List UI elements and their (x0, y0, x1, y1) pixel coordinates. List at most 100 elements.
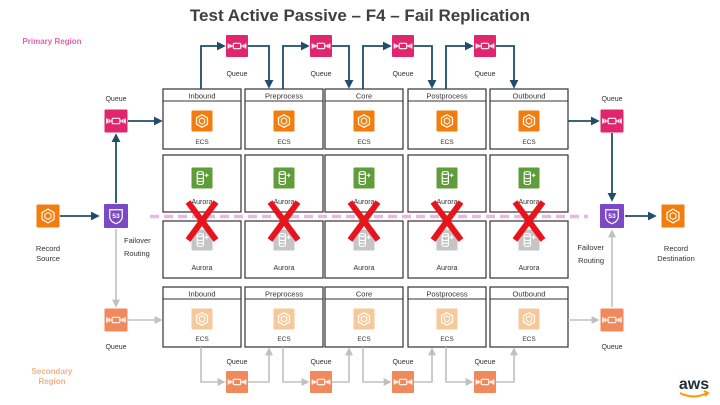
stage-name-secondary-inbound: Inbound (188, 290, 215, 299)
ecs-label-primary: ECS (277, 139, 291, 146)
route53-icon-right: 53 (600, 204, 624, 228)
ecs-icon-inner-hexagon (360, 315, 368, 323)
queue-icon-envelope (398, 378, 408, 386)
x-mark-icon-core (347, 200, 381, 242)
aurora-icon-sparkle (531, 234, 537, 240)
aurora-icon-bands (441, 176, 449, 183)
queue-icon-envelope (398, 42, 408, 50)
ecs-icon-bg (518, 308, 540, 330)
ecs-icon-bg (353, 308, 375, 330)
ecs-icon-inner-hexagon (198, 315, 206, 323)
aurora-icon-body (358, 172, 367, 186)
ecs-label-primary: ECS (195, 139, 209, 146)
aws-smile-icon (679, 390, 710, 398)
route53-icon-left: 53 (104, 204, 128, 228)
ecs-icon-secondary-core (353, 308, 375, 330)
aurora-label-secondary: Aurora (518, 265, 539, 272)
aurora-icon-sparkle (531, 172, 537, 178)
aurora-icon-bands (196, 238, 204, 245)
stage-name-primary-core: Core (356, 92, 372, 101)
queue-icon-bracket (602, 118, 622, 124)
aurora-label-primary: Aurora (191, 199, 212, 206)
ecs-icon-hexagon (440, 114, 454, 128)
route53-icon-shield (109, 209, 123, 225)
aurora-icon-body (196, 234, 205, 248)
ecs-icon-primary-inbound (191, 110, 213, 132)
queue-icon-bracket (393, 379, 413, 385)
queue-icon-bracket (106, 118, 126, 124)
queue-icon-bg (474, 35, 496, 57)
aurora-label-primary: Aurora (518, 199, 539, 206)
queue-icon-envelope (111, 117, 121, 125)
ecs-icon-hexagon (666, 208, 680, 224)
ecs-label-secondary: ECS (195, 336, 209, 343)
queue-icon-top-2 (310, 35, 332, 57)
ecs-icon-hexagon (357, 312, 371, 326)
stage-name-primary-inbound: Inbound (188, 92, 215, 101)
ecs-icon-inner-hexagon (669, 212, 677, 220)
queue-icon-envelope (607, 316, 617, 324)
ecs-icon-bg (518, 110, 540, 132)
stage-name-secondary-outbound: Outbound (513, 290, 546, 299)
flow-arrow-queue-to-stage-secondary (248, 347, 273, 383)
failover-label-right: Routing (578, 256, 604, 265)
ecs-icon-bg (36, 204, 60, 228)
ecs-icon-inner-hexagon (44, 212, 52, 220)
ecs-icon-inner-hexagon (280, 315, 288, 323)
queue-icon-top-1 (226, 35, 248, 57)
queue-icon-bg (226, 371, 248, 393)
x-mark-strokes (267, 200, 301, 242)
queue-icon-bg (226, 35, 248, 57)
queue-label-right-primary: Queue (601, 96, 622, 103)
queue-icon-bracket (475, 43, 495, 49)
ecs-icon-bg (191, 308, 213, 330)
ecs-icon-bg (436, 308, 458, 330)
aurora-icon-bands (358, 238, 366, 245)
ecs-label-primary: ECS (357, 139, 371, 146)
aurora-icon-bands (523, 238, 531, 245)
queue-label-top: Queue (392, 71, 413, 78)
aurora-icon-sparkle (204, 172, 210, 178)
stage-name-secondary-core: Core (356, 290, 372, 299)
aurora-icon-body (278, 234, 287, 248)
flow-arrow-stage-to-queue-secondary (445, 347, 474, 386)
ecs-label-secondary: ECS (440, 336, 454, 343)
queue-icon-bottom-3 (392, 371, 414, 393)
ecs-icon-primary-core (353, 110, 375, 132)
queue-label-bottom: Queue (226, 359, 247, 366)
queue-icon-bg (392, 35, 414, 57)
x-mark-strokes (347, 200, 381, 242)
ecs-label-primary: ECS (440, 139, 454, 146)
record-source-label: Source (36, 254, 60, 263)
record-destination-label: Record (664, 244, 688, 253)
diagram-title: Test Active Passive – F4 – Fail Replicat… (189, 6, 531, 25)
queue-icon-envelope (607, 117, 617, 125)
queue-icon-envelope (111, 316, 121, 324)
queue-icon-left-primary (104, 109, 128, 133)
queue-icon-bracket (311, 43, 331, 49)
ecs-icon-inner-hexagon (443, 117, 451, 125)
ecs-label-secondary: ECS (522, 336, 536, 343)
queue-icon-bg (104, 308, 128, 332)
x-mark-icon-postprocess (430, 200, 464, 242)
aurora-icon-secondary-postprocess (436, 229, 458, 251)
ecs-icon-primary-preprocess (273, 110, 295, 132)
x-mark-strokes (430, 200, 464, 242)
queue-icon-right-primary (600, 109, 624, 133)
aurora-label-secondary: Aurora (353, 265, 374, 272)
aurora-icon-bands (278, 238, 286, 245)
failover-label-left: Failover (124, 236, 151, 245)
aurora-icon-sparkle (286, 234, 292, 240)
queue-label-top: Queue (310, 71, 331, 78)
failover-label-right: Failover (577, 243, 604, 252)
flow-arrow-stage-to-queue (200, 41, 226, 89)
queue-icon-envelope (316, 378, 326, 386)
queue-icon-bg (310, 35, 332, 57)
aurora-label-secondary: Aurora (436, 265, 457, 272)
ecs-icon-secondary-postprocess (436, 308, 458, 330)
ecs-icon-bg (191, 110, 213, 132)
stage-name-primary-outbound: Outbound (513, 92, 546, 101)
aws-logo: aws (679, 376, 710, 398)
queue-icon-envelope (480, 42, 490, 50)
queue-icon-envelope (232, 378, 242, 386)
